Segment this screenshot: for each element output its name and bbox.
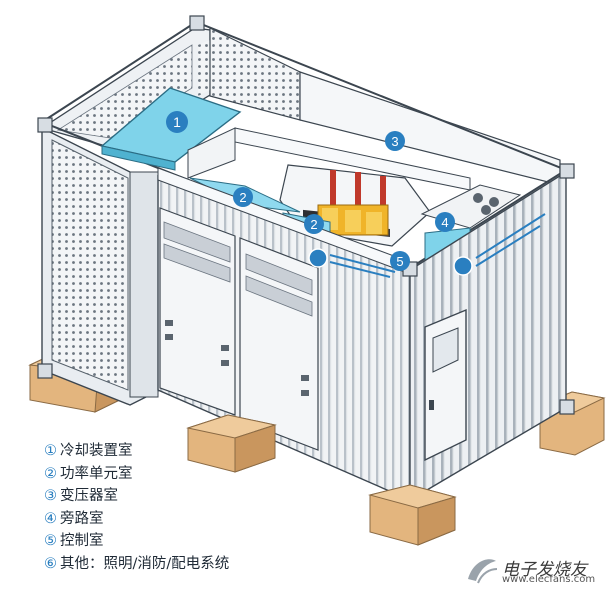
right-end-wall [409,170,567,502]
svg-text:5: 5 [396,254,403,269]
watermark-url: www.elecfans.com [502,574,596,585]
badge-cooling-room: 1 [166,111,188,133]
svg-text:4: 4 [441,215,448,230]
wood-blocks-front [186,414,457,546]
brand-logo-front [308,248,328,268]
left-end-wall [41,126,161,406]
brand-logo-side [453,256,473,276]
side-door [424,308,467,462]
front-wall [157,167,411,502]
watermark: 电子发烧友 www.elecfans.com [462,553,607,587]
badge-control-room: 5 [390,251,410,271]
elecfans-logo-icon [468,559,498,584]
svg-text:3: 3 [391,134,398,149]
badge-power-unit-left: 2 [233,187,253,207]
watermark-text: 电子发烧友 [502,560,587,580]
badge-bypass-room: 4 [435,212,455,232]
back-wall [40,27,561,186]
svg-text:1: 1 [173,114,181,130]
badge-power-unit-mid: 2 [304,214,324,234]
badge-transformer-room: 3 [385,131,405,151]
cabinet-doors [159,207,319,451]
svg-text:2: 2 [310,217,317,232]
svg-text:2: 2 [239,190,246,205]
